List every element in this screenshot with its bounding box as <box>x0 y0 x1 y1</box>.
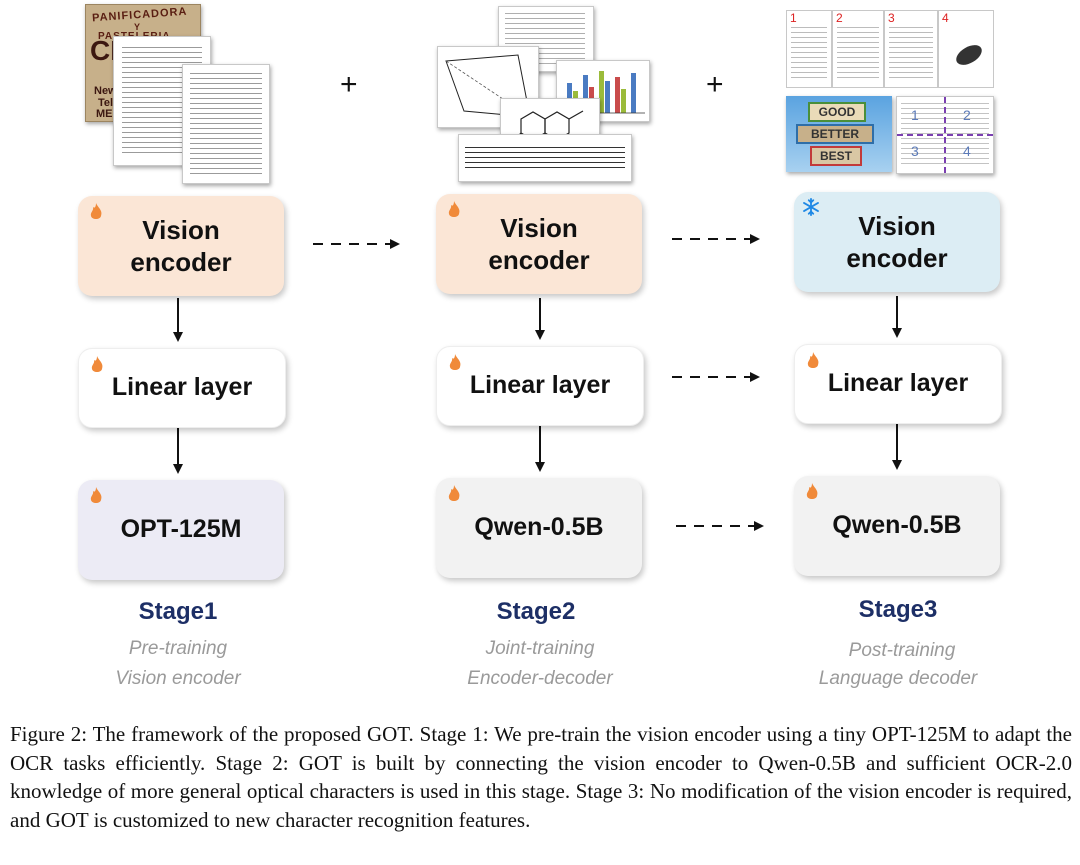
figure-caption: Figure 2: The framework of the proposed … <box>10 722 1072 832</box>
stage3-title: Stage3 <box>858 596 938 623</box>
flame-icon <box>448 485 460 501</box>
page-number-4: 4 <box>942 11 949 25</box>
stage1-subtitle-line2: Vision encoder <box>115 668 241 689</box>
stage3-linear-layer: Linear layer <box>794 344 1002 424</box>
scatter-plot-drawing <box>956 45 982 65</box>
grid-number-1: 1 <box>911 107 919 123</box>
snowflake-icon <box>803 198 819 216</box>
plus-sign-1: + <box>340 68 358 101</box>
stage3-vision-encoder: Vision encoder <box>794 192 1000 292</box>
flame-icon <box>807 352 819 368</box>
grid-number-2: 2 <box>963 107 971 123</box>
plus-sign-2: + <box>706 68 724 101</box>
grid-split-document: 1 2 3 4 <box>896 96 994 174</box>
stage1-decoder: OPT-125M <box>78 480 284 580</box>
flame-icon <box>449 354 461 370</box>
stage2-subtitle-line1: Joint-training <box>485 638 595 659</box>
stage1-vision-encoder-label: Vision encoder <box>130 214 232 278</box>
poster-text-mid: Y <box>134 22 141 32</box>
flame-icon <box>90 203 102 219</box>
multi-page-4: 4 <box>938 10 994 88</box>
flame-icon <box>448 201 460 217</box>
stage2-linear-layer-label: Linear layer <box>469 371 611 400</box>
flame-icon <box>91 356 103 372</box>
multi-page-3: 3 <box>884 10 938 88</box>
sign-best: BEST <box>810 146 862 166</box>
stage2-title: Stage2 <box>496 598 576 625</box>
sign-better: BETTER <box>796 124 874 144</box>
stage3-decoder: Qwen-0.5B <box>794 476 1000 576</box>
stage2-vision-encoder: Vision encoder <box>436 194 642 294</box>
flame-icon <box>806 483 818 499</box>
stage3-decoder-label: Qwen-0.5B <box>832 511 962 540</box>
grid-number-3: 3 <box>911 143 919 159</box>
page-number-3: 3 <box>888 11 895 25</box>
sign-good: GOOD <box>808 102 866 122</box>
stage3-subtitle-line1: Post-training <box>848 640 956 661</box>
stage3-vision-encoder-label: Vision encoder <box>846 210 948 274</box>
multi-page-2: 2 <box>832 10 884 88</box>
stage1-linear-layer-label: Linear layer <box>111 373 253 402</box>
poster-text-left1: New <box>94 85 117 97</box>
poster-text-left2: Tel. <box>98 97 117 109</box>
grid-horizontal-divider <box>897 134 993 136</box>
document-page-front <box>182 64 270 184</box>
poster-text-left3: ME <box>96 108 113 120</box>
flame-icon <box>90 487 102 503</box>
music-sheet-image <box>458 134 632 182</box>
stage2-decoder-label: Qwen-0.5B <box>474 513 604 542</box>
page-number-1: 1 <box>790 11 797 25</box>
stage1-decoder-label: OPT-125M <box>120 515 242 544</box>
stage1-subtitle-line1: Pre-training <box>128 638 228 659</box>
grid-number-4: 4 <box>963 143 971 159</box>
stage2-linear-layer: Linear layer <box>436 346 644 426</box>
page-number-2: 2 <box>836 11 843 25</box>
signboard-image: GOOD BETTER BEST <box>786 96 892 172</box>
stage1-vision-encoder: Vision encoder <box>78 196 284 296</box>
stage3-subtitle-line2: Language decoder <box>818 668 978 689</box>
stage2-vision-encoder-label: Vision encoder <box>488 212 590 276</box>
stage1-linear-layer: Linear layer <box>78 348 286 428</box>
multi-page-1: 1 <box>786 10 832 88</box>
stage1-title: Stage1 <box>138 598 218 625</box>
stage2-decoder: Qwen-0.5B <box>436 478 642 578</box>
stage3-linear-layer-label: Linear layer <box>827 369 969 398</box>
stage2-subtitle-line2: Encoder-decoder <box>467 668 613 689</box>
